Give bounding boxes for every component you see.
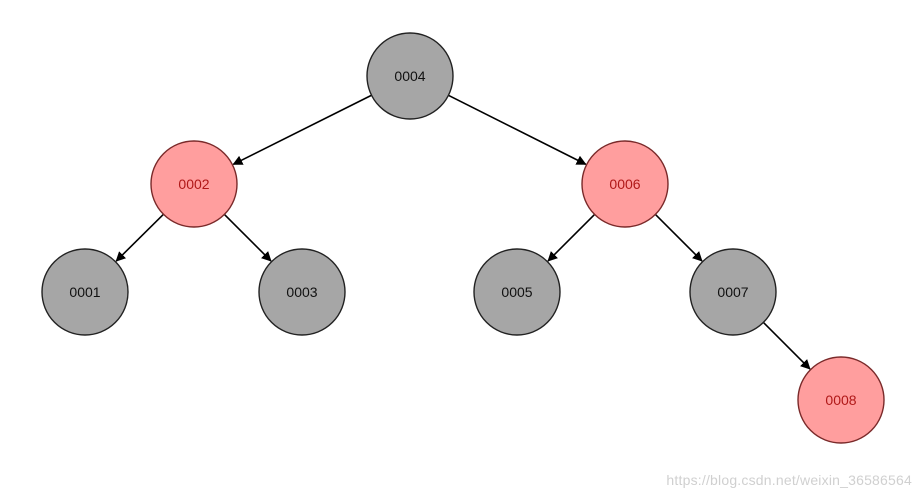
edge-0004-0002 [232, 94, 372, 166]
node-label-0006: 0006 [609, 176, 640, 192]
node-circle-0008 [797, 356, 885, 444]
node-label-0004: 0004 [394, 68, 425, 84]
edge-0002-0001 [115, 213, 165, 262]
node-label-0007: 0007 [717, 284, 748, 300]
node-0001: 0001 [41, 248, 129, 336]
node-0005: 0005 [473, 248, 561, 336]
edge-0006-0007 [654, 213, 703, 262]
node-circle-0002 [150, 140, 238, 228]
node-circle-0001 [41, 248, 129, 336]
node-0008: 0008 [797, 356, 885, 444]
node-0007: 0007 [689, 248, 777, 336]
node-circle-0007 [689, 248, 777, 336]
edge-0004-0006 [448, 94, 587, 165]
node-0002: 0002 [150, 140, 238, 228]
node-label-0001: 0001 [69, 284, 100, 300]
edges-layer [115, 94, 811, 370]
edge-0006-0005 [547, 213, 596, 262]
node-0004: 0004 [366, 32, 454, 120]
node-circle-0003 [258, 248, 346, 336]
node-label-0005: 0005 [501, 284, 532, 300]
node-circle-0004 [366, 32, 454, 120]
watermark-text: https://blog.csdn.net/weixin_36586564 [666, 472, 912, 488]
node-label-0003: 0003 [286, 284, 317, 300]
node-0003: 0003 [258, 248, 346, 336]
node-label-0008: 0008 [825, 392, 856, 408]
node-0006: 0006 [581, 140, 669, 228]
node-circle-0006 [581, 140, 669, 228]
node-circle-0005 [473, 248, 561, 336]
edge-0002-0003 [223, 213, 272, 262]
edge-0007-0008 [762, 321, 811, 370]
node-label-0002: 0002 [178, 176, 209, 192]
nodes-layer: 0004 0002 0006 0001 0003 0005 0007 0008 [41, 32, 885, 444]
